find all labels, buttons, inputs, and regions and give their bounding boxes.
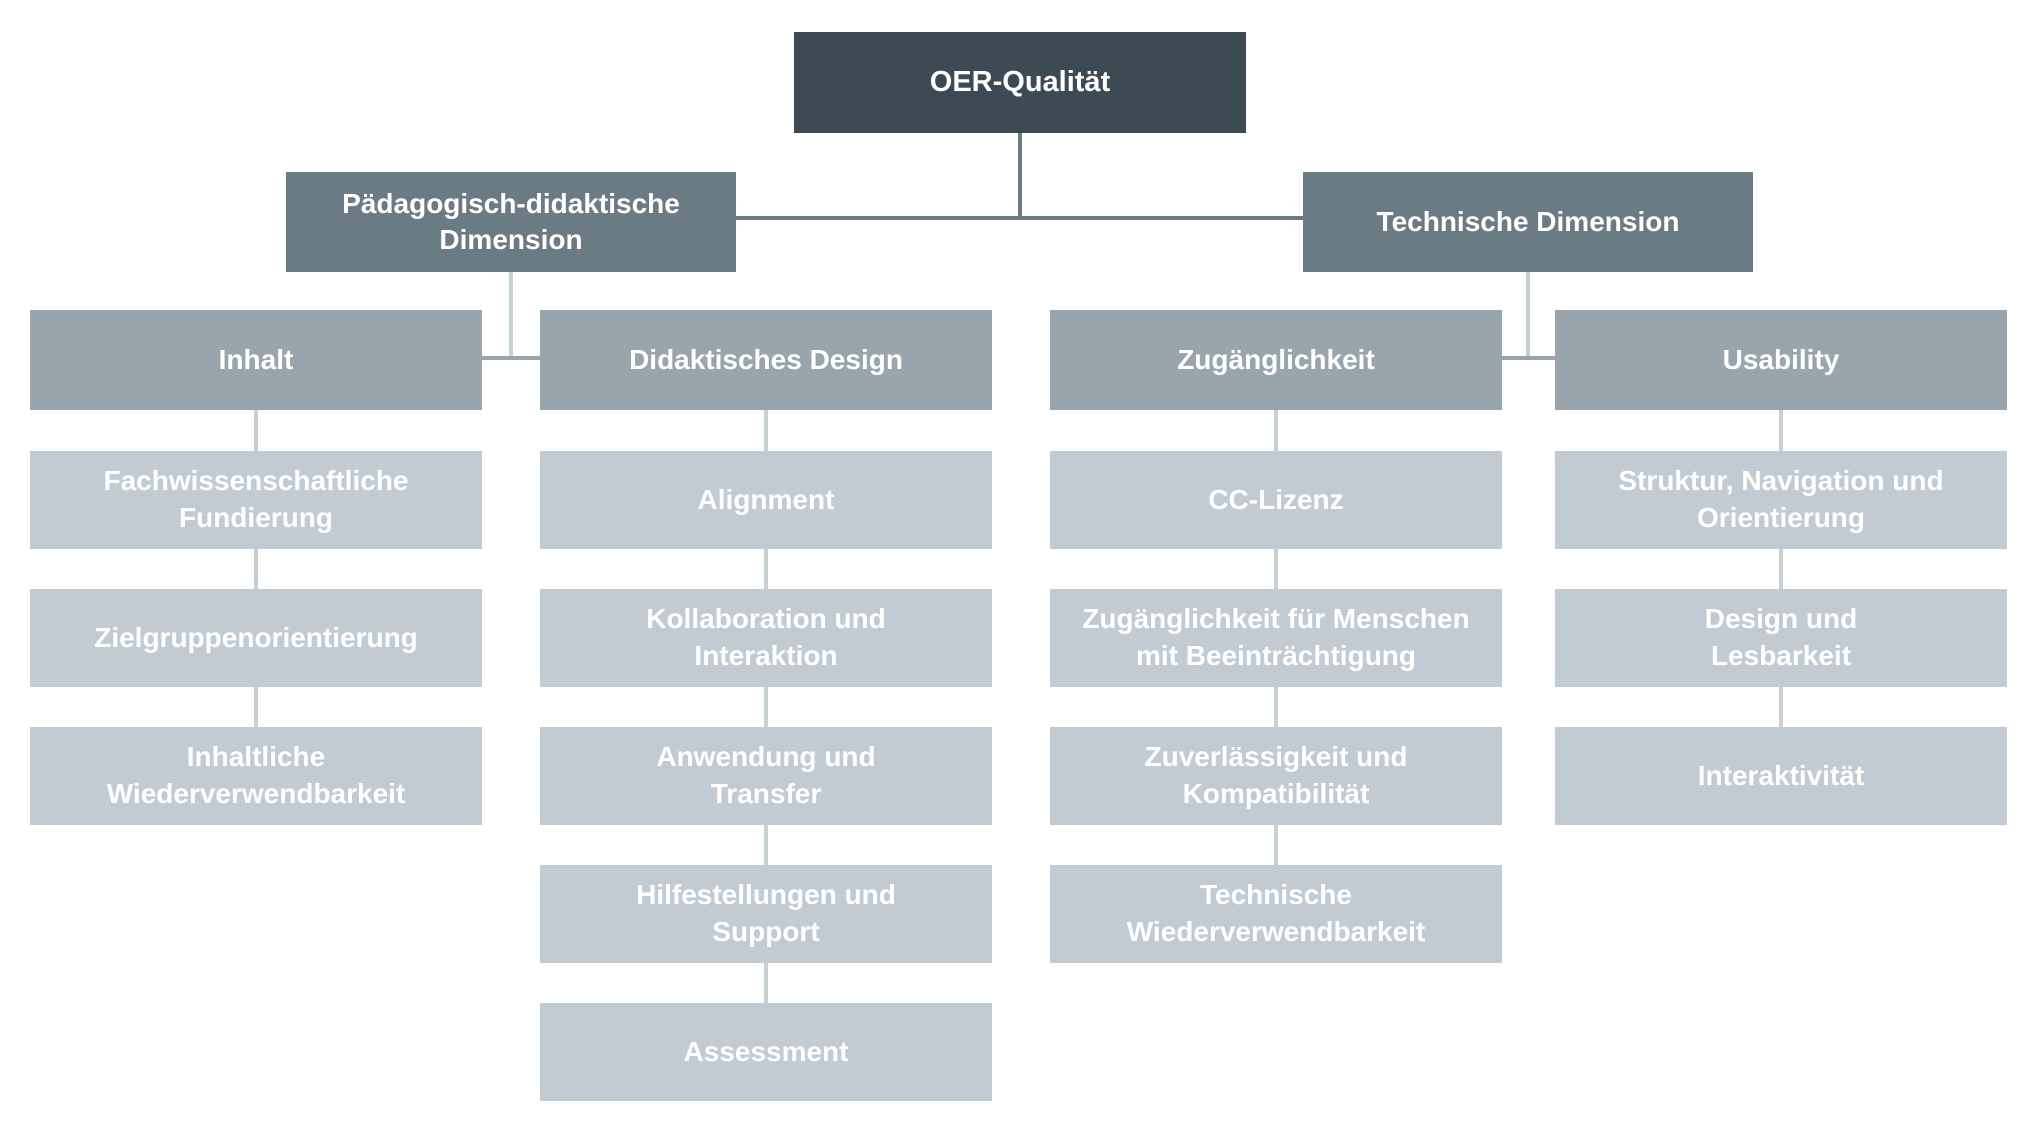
connector-col1-seg1 bbox=[254, 410, 258, 451]
node-kollaboration-und-interaktion: Kollaboration und Interaktion bbox=[540, 589, 992, 687]
node-anwendung-und-transfer: Anwendung und Transfer bbox=[540, 727, 992, 825]
node-cc-lizenz: CC-Lizenz bbox=[1050, 451, 1502, 549]
node-fachwissenschaftliche-fundierung: Fachwissenschaftliche Fundierung bbox=[30, 451, 482, 549]
node-hilfestellungen-und-support: Hilfestellungen und Support bbox=[540, 865, 992, 963]
node-zielgruppenorientierung: Zielgruppenorientierung bbox=[30, 589, 482, 687]
node-zugaenglichkeit-fuer-menschen-mit-beeintraechtigung: Zugänglichkeit für Menschen mit Beeinträ… bbox=[1050, 589, 1502, 687]
connector-col2-seg5 bbox=[764, 963, 768, 1003]
node-alignment: Alignment bbox=[540, 451, 992, 549]
connector-col3-seg2 bbox=[1274, 549, 1278, 589]
node-struktur-navigation-und-orientierung: Struktur, Navigation und Orientierung bbox=[1555, 451, 2007, 549]
node-usability: Usability bbox=[1555, 310, 2007, 410]
connector-root-stem bbox=[1018, 133, 1022, 218]
connector-col2-seg3 bbox=[764, 687, 768, 727]
connector-dim1-stub bbox=[482, 356, 540, 360]
node-zugaenglichkeit: Zugänglichkeit bbox=[1050, 310, 1502, 410]
node-assessment: Assessment bbox=[540, 1003, 992, 1101]
connector-dim2-stem bbox=[1526, 272, 1530, 357]
connector-col2-seg4 bbox=[764, 825, 768, 865]
node-interaktivitaet: Interaktivität bbox=[1555, 727, 2007, 825]
connector-col4-seg1 bbox=[1779, 410, 1783, 451]
node-inhaltliche-wiederverwendbarkeit: Inhaltliche Wiederverwendbarkeit bbox=[30, 727, 482, 825]
connector-col3-seg1 bbox=[1274, 410, 1278, 451]
node-inhalt: Inhalt bbox=[30, 310, 482, 410]
connector-col3-seg3 bbox=[1274, 687, 1278, 727]
connector-col2-seg1 bbox=[764, 410, 768, 451]
connector-col3-seg4 bbox=[1274, 825, 1278, 865]
node-technische-wiederverwendbarkeit: Technische Wiederverwendbarkeit bbox=[1050, 865, 1502, 963]
connector-dim2-stub bbox=[1502, 356, 1555, 360]
connector-col1-seg2 bbox=[254, 549, 258, 589]
connector-col1-seg3 bbox=[254, 687, 258, 727]
node-design-und-lesbarkeit: Design und Lesbarkeit bbox=[1555, 589, 2007, 687]
connector-col4-seg2 bbox=[1779, 549, 1783, 589]
node-technische-dimension: Technische Dimension bbox=[1303, 172, 1753, 272]
node-didaktisches-design: Didaktisches Design bbox=[540, 310, 992, 410]
connector-col2-seg2 bbox=[764, 549, 768, 589]
connector-dim1-stem bbox=[509, 272, 513, 357]
node-zuverlaessigkeit-und-kompatibilitaet: Zuverlässigkeit und Kompatibilität bbox=[1050, 727, 1502, 825]
connector-level1-bar bbox=[736, 216, 1303, 220]
node-paedagogisch-didaktische-dimension: Pädagogisch-didaktische Dimension bbox=[286, 172, 736, 272]
connector-col4-seg3 bbox=[1779, 687, 1783, 727]
node-oer-qualitaet: OER-Qualität bbox=[794, 32, 1246, 133]
